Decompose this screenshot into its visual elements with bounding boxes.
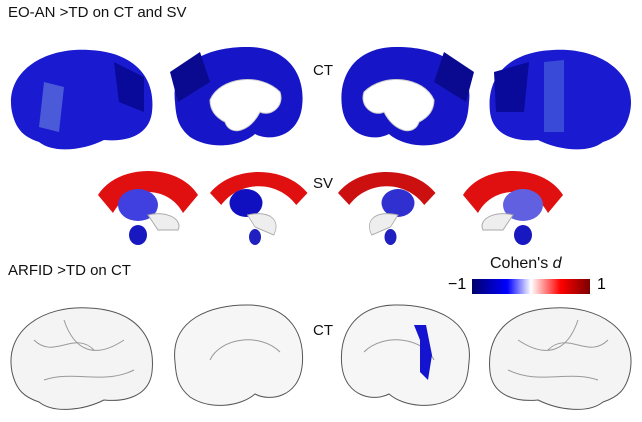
- sv-view-1: [98, 171, 198, 245]
- panel-a-title: EO-AN >TD on CT and SV: [8, 4, 187, 21]
- brain-lateral-left-arfid: [10, 307, 153, 410]
- colorbar-title-italic: d: [552, 255, 562, 272]
- brain-medial-right-arfid: [340, 304, 470, 406]
- colorbar-title: Cohen's d: [490, 255, 562, 273]
- brain-medial-right-ct: [341, 46, 474, 146]
- sv-view-4: [463, 171, 563, 245]
- sv-view-3: [338, 172, 436, 245]
- brain-medial-left-arfid: [174, 304, 304, 406]
- colorbar-min-label: −1: [448, 276, 467, 293]
- colorbar-max-label: 1: [597, 276, 606, 293]
- brain-lateral-right-ct: [489, 49, 632, 150]
- sv-view-2: [210, 172, 308, 245]
- brain-medial-left-ct: [170, 46, 303, 146]
- ct-label-b: CT: [313, 322, 333, 339]
- panel-b-title: ARFID >TD on CT: [8, 262, 131, 279]
- ct-label-a: CT: [313, 62, 333, 79]
- colorbar: [472, 279, 590, 294]
- sv-label: SV: [313, 175, 334, 192]
- colorbar-title-prefix: Cohen's: [490, 255, 553, 272]
- significant-region: [414, 325, 432, 380]
- brain-lateral-left-ct: [10, 49, 153, 150]
- brain-lateral-right-arfid: [489, 307, 632, 410]
